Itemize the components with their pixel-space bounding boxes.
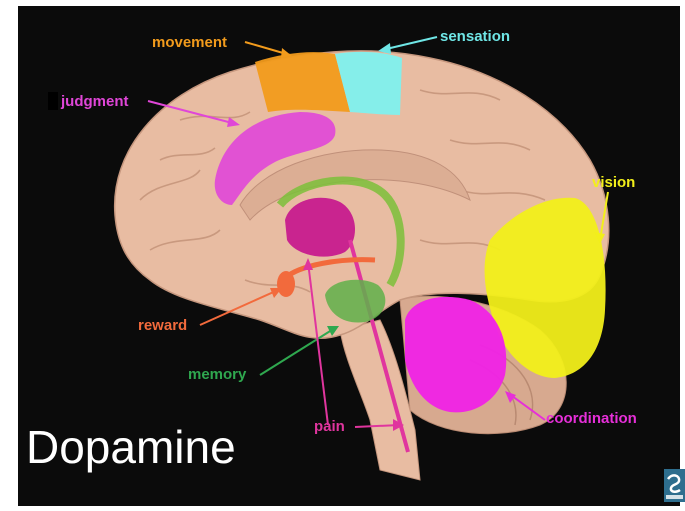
label-sensation: sensation — [440, 29, 510, 44]
label-reward: reward — [138, 318, 187, 333]
diagram-title: Dopamine — [26, 424, 236, 470]
movement-region — [255, 52, 350, 112]
memory-arrow — [260, 328, 335, 375]
label-vision: vision — [592, 175, 635, 190]
label-movement: movement — [152, 35, 227, 50]
label-coordination: coordination — [546, 411, 637, 426]
publisher-logo-icon — [664, 469, 685, 502]
label-memory: memory — [188, 367, 246, 382]
reward-nucleus — [277, 271, 295, 297]
pain-thalamus — [285, 198, 355, 257]
black-mark — [48, 92, 58, 110]
label-judgment: judgment — [61, 94, 129, 109]
label-pain: pain — [314, 419, 345, 434]
